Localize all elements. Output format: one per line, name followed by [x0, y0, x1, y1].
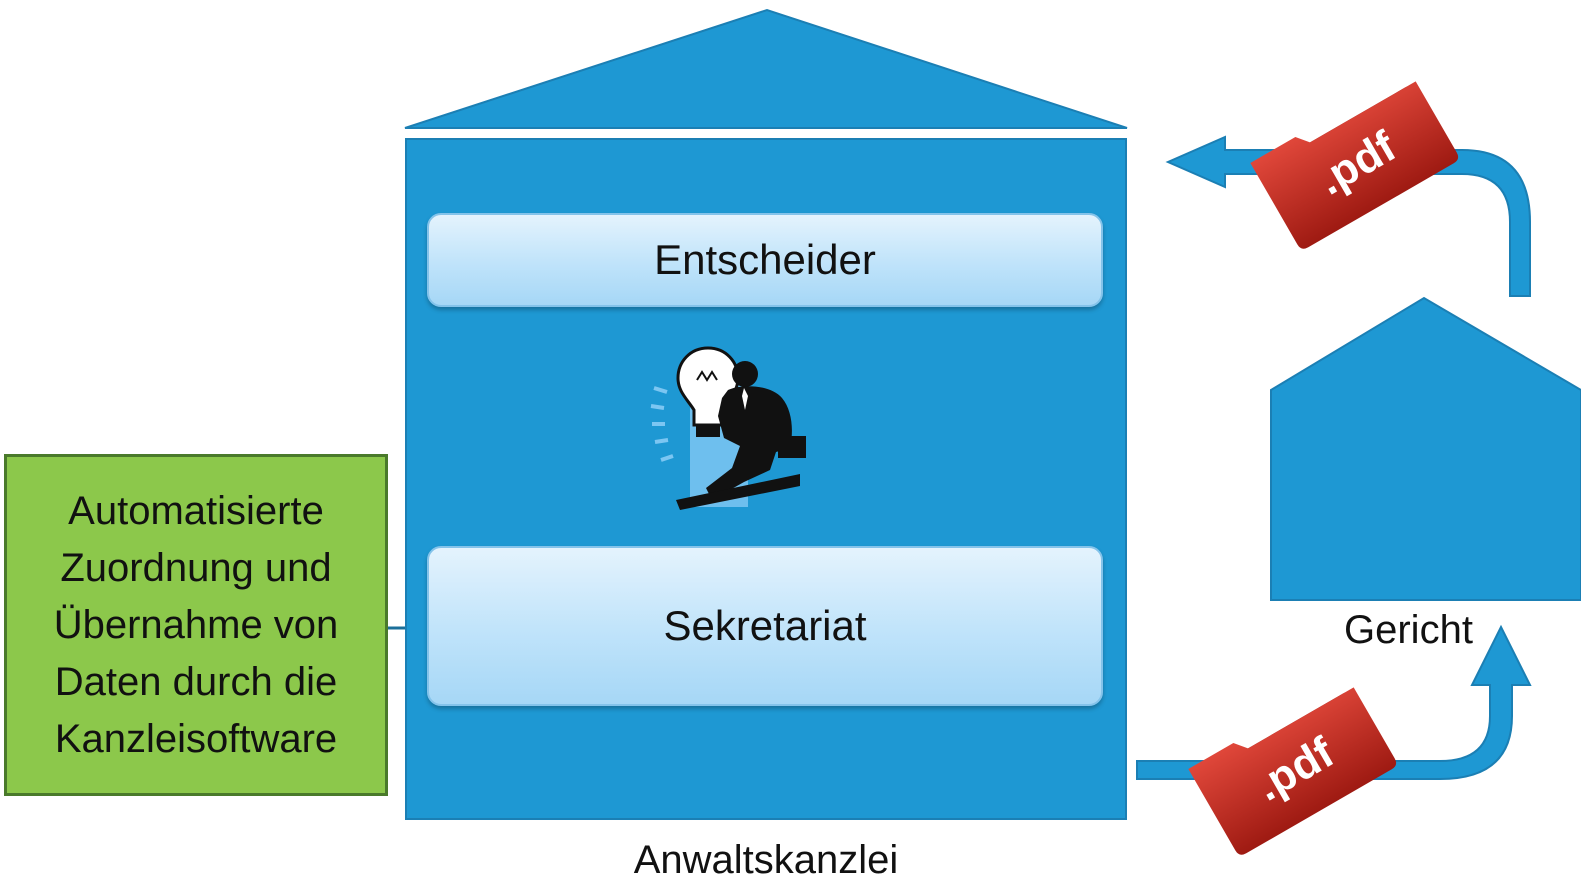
pdf-folder-icon-incoming: .pdf [1250, 81, 1459, 249]
secretariat-label: Sekretariat [663, 602, 867, 649]
automation-callout: Automatisierte Zuordnung und Übernahme v… [4, 454, 388, 796]
callout-line: Zuordnung und [60, 545, 332, 590]
callout-line: Kanzleisoftware [54, 716, 338, 761]
court-label: Gericht [1344, 608, 1473, 652]
kanzlei-roof [404, 8, 1128, 129]
callout-line: Daten durch die [54, 659, 338, 704]
callout-line: Automatisierte [68, 488, 324, 533]
pdf-folder-icon-outgoing: .pdf [1188, 687, 1397, 855]
decider-band: Entscheider [427, 213, 1103, 307]
secretariat-band: Sekretariat [427, 546, 1103, 706]
callout-line: Übernahme von [53, 602, 339, 647]
kanzlei-label: Anwaltskanzlei [633, 838, 899, 882]
decider-label: Entscheider [654, 236, 876, 283]
arrow-to-court [1136, 624, 1532, 780]
court-building [1270, 296, 1581, 601]
